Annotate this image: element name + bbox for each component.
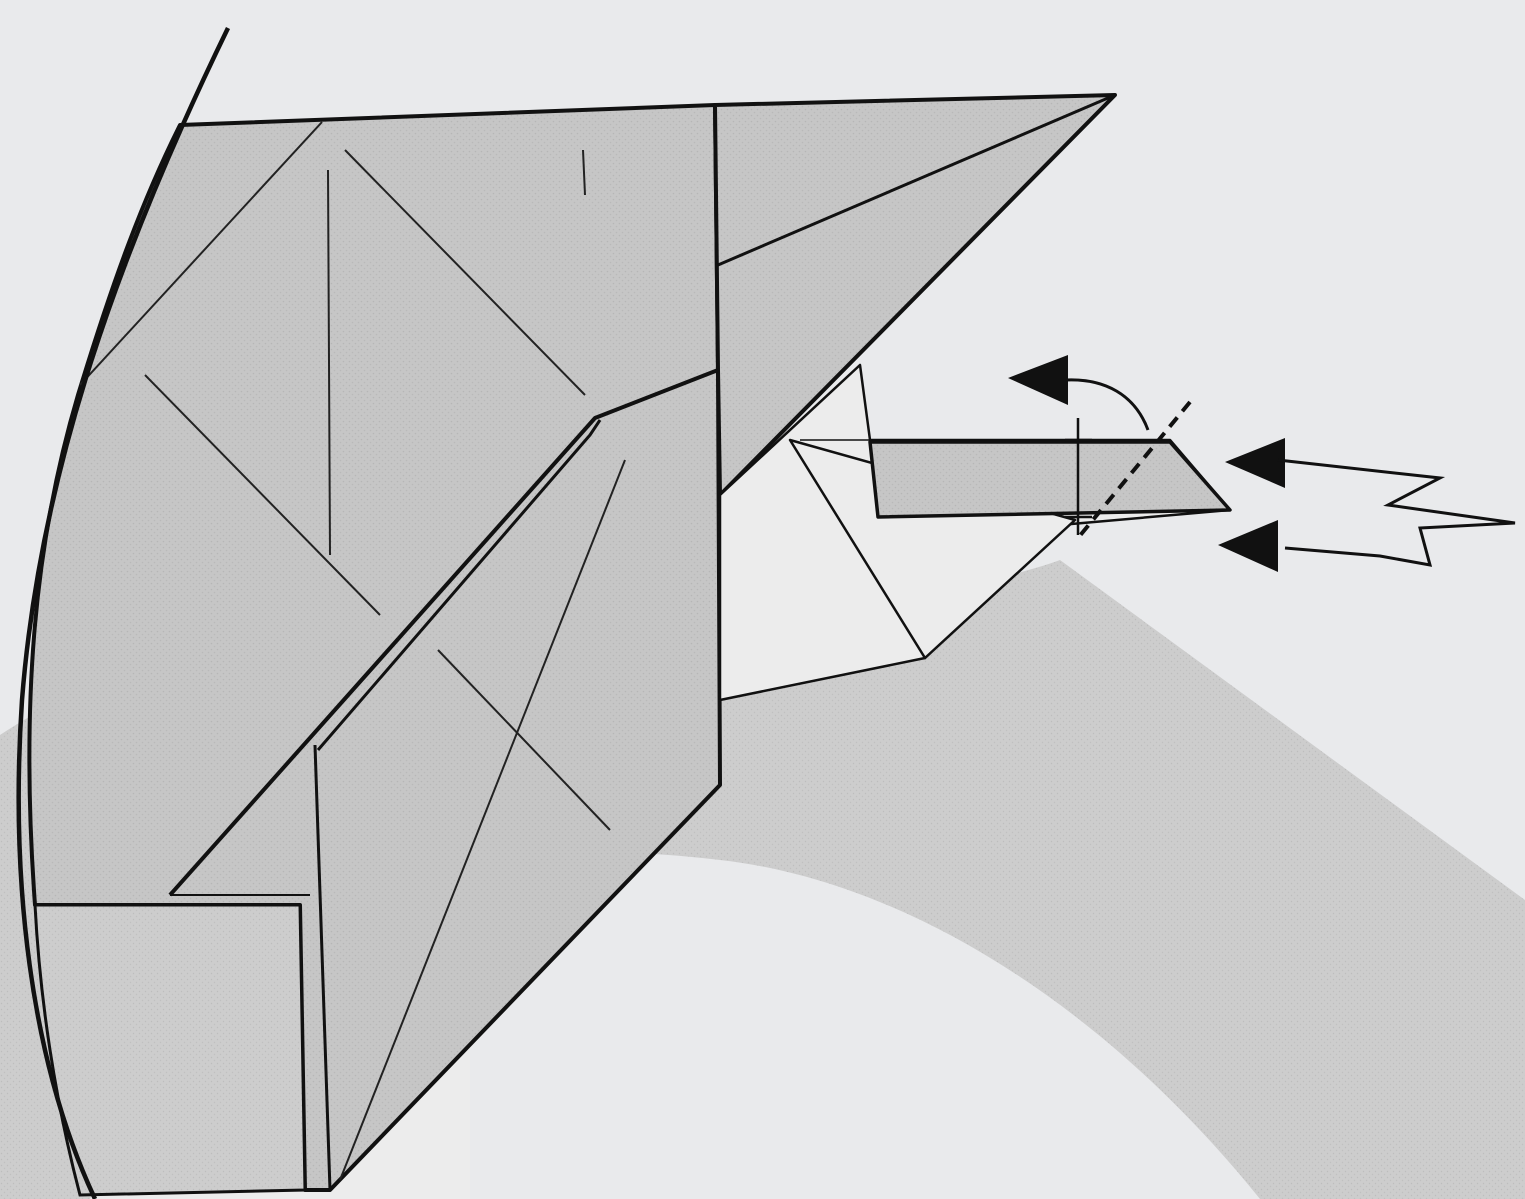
beak (870, 442, 1230, 517)
